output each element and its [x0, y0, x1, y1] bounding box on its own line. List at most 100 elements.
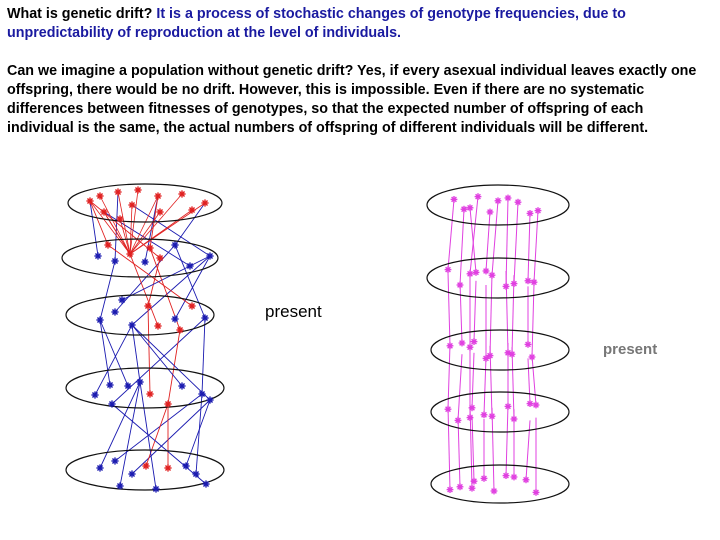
individual-core — [120, 298, 124, 302]
answer-text: It is a process of stochastic changes of… — [7, 6, 626, 41]
individual-core — [180, 384, 184, 388]
individual-core — [474, 270, 478, 274]
individual-mark — [128, 321, 136, 329]
lineage-line — [447, 406, 451, 490]
lineage-line — [447, 199, 455, 270]
individual-core — [468, 206, 472, 210]
individual-mark — [146, 390, 154, 398]
individual-mark — [482, 267, 490, 275]
individual-core — [472, 340, 476, 344]
individual-core — [190, 304, 194, 308]
generation-ellipse — [67, 183, 223, 223]
individual-core — [472, 479, 476, 483]
generation-ellipse — [65, 294, 215, 336]
individual-mark — [482, 355, 490, 362]
individual-core — [484, 269, 488, 273]
lineage-line — [471, 414, 475, 482]
individual-mark — [450, 196, 458, 203]
lineage-line — [195, 393, 203, 475]
individual-mark — [504, 403, 512, 410]
individual-mark — [514, 198, 522, 206]
individual-mark — [454, 417, 462, 424]
individual-mark — [524, 341, 532, 348]
individual-core — [468, 272, 472, 276]
explanation-paragraph: Can we imagine a population without gene… — [7, 63, 697, 136]
lineage-line — [107, 244, 193, 307]
individual-mark — [142, 462, 150, 470]
individual-mark — [466, 414, 474, 421]
lineage-line — [174, 244, 206, 319]
individual-core — [194, 472, 198, 476]
individual-mark — [116, 482, 124, 490]
lineage-line — [119, 218, 131, 255]
individual-core — [146, 304, 150, 308]
individual-core — [108, 383, 112, 387]
lineage-line — [469, 196, 479, 274]
individual-mark — [456, 281, 464, 289]
no-drift-diagram-right — [426, 184, 570, 504]
individual-core — [166, 402, 170, 406]
generation-ellipse — [430, 391, 570, 433]
individual-mark — [526, 400, 534, 407]
lineage-line — [513, 202, 519, 284]
individual-core — [156, 194, 160, 198]
lineage-line — [119, 381, 141, 487]
individual-core — [534, 403, 538, 407]
individual-mark — [446, 342, 454, 350]
individual-mark — [510, 280, 518, 287]
individual-core — [488, 210, 492, 214]
individual-mark — [188, 206, 196, 214]
individual-mark — [458, 339, 466, 347]
individual-mark — [480, 411, 488, 419]
lineage-line — [469, 207, 477, 273]
lineage-line — [527, 358, 531, 404]
individual-core — [148, 392, 152, 396]
individual-core — [526, 279, 530, 283]
individual-mark — [524, 277, 532, 285]
individual-core — [130, 323, 134, 327]
individual-core — [460, 341, 464, 345]
individual-core — [506, 351, 510, 355]
individual-core — [512, 475, 516, 479]
individual-core — [484, 356, 488, 360]
individual-core — [482, 413, 486, 417]
individual-core — [203, 316, 207, 320]
generation-ellipse — [61, 238, 219, 278]
individual-core — [490, 273, 494, 277]
individual-mark — [86, 197, 94, 205]
individual-mark — [466, 270, 474, 278]
individual-core — [482, 476, 486, 480]
individual-core — [128, 252, 132, 256]
lineage-line — [201, 317, 206, 395]
individual-core — [526, 342, 530, 346]
individual-mark — [111, 457, 119, 465]
individual-core — [446, 407, 450, 411]
individual-core — [166, 466, 170, 470]
lineage-line — [121, 255, 211, 301]
individual-core — [490, 414, 494, 418]
individual-core — [516, 200, 520, 204]
individual-mark — [111, 308, 119, 316]
individual-mark — [164, 400, 172, 408]
individual-core — [530, 355, 534, 359]
individual-core — [448, 488, 452, 492]
lineage-line — [129, 204, 133, 255]
individual-mark — [104, 241, 112, 249]
individual-core — [173, 317, 177, 321]
individual-core — [156, 324, 160, 328]
individual-mark — [178, 382, 186, 390]
individual-core — [504, 474, 508, 478]
individual-core — [113, 259, 117, 263]
individual-core — [138, 380, 142, 384]
individual-mark — [444, 405, 452, 413]
individual-mark — [201, 199, 209, 207]
lineage-line — [459, 209, 465, 286]
individual-core — [468, 345, 472, 349]
individual-core — [524, 478, 528, 482]
lineage-line — [147, 305, 151, 395]
individual-mark — [466, 204, 474, 212]
individual-core — [130, 472, 134, 476]
individual-core — [488, 354, 492, 358]
individual-mark — [472, 269, 480, 276]
